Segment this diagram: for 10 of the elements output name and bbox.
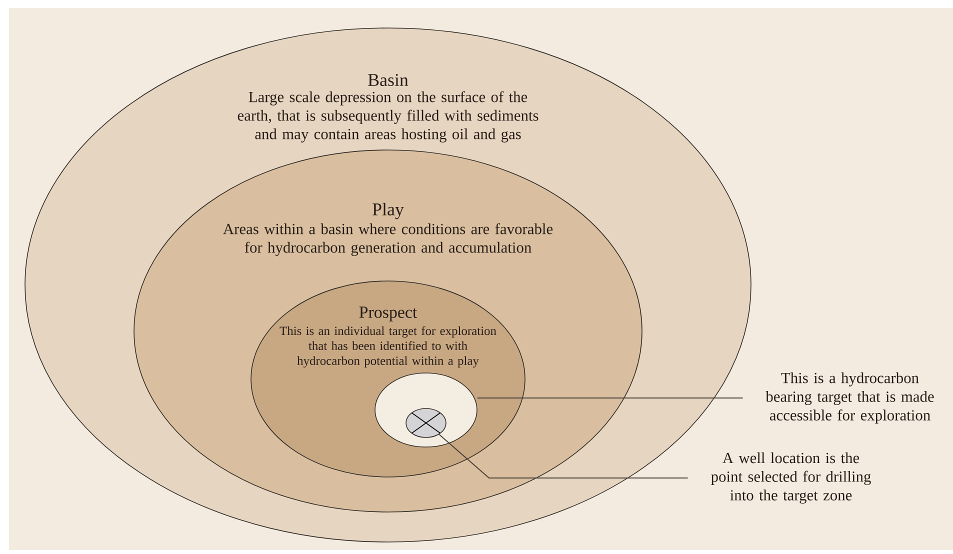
callout-text: A well location is the point selected for drilling into the target zone [711,452,871,504]
zone-title: Basin [368,74,408,86]
zone-title: Prospect [359,306,418,322]
zone-description: Large scale depression on the surface of the earth, that is subsequently filled with sediments and may contain areas hosting oil and gas [238,91,538,142]
leader-line [438,434,688,478]
well-symbol [406,408,446,438]
zone-description: Areas within a basin where conditions are favorable for hydrocarbon generation and accumulation [223,223,553,256]
zone-description: This is an individual target for exploration that has been identified to with hydrocarbon potential within a play [280,326,496,368]
zone-title: Play [372,202,404,220]
callout-text: This is a hydrocarbon bearing target that is made accessible for exploration [766,372,934,424]
